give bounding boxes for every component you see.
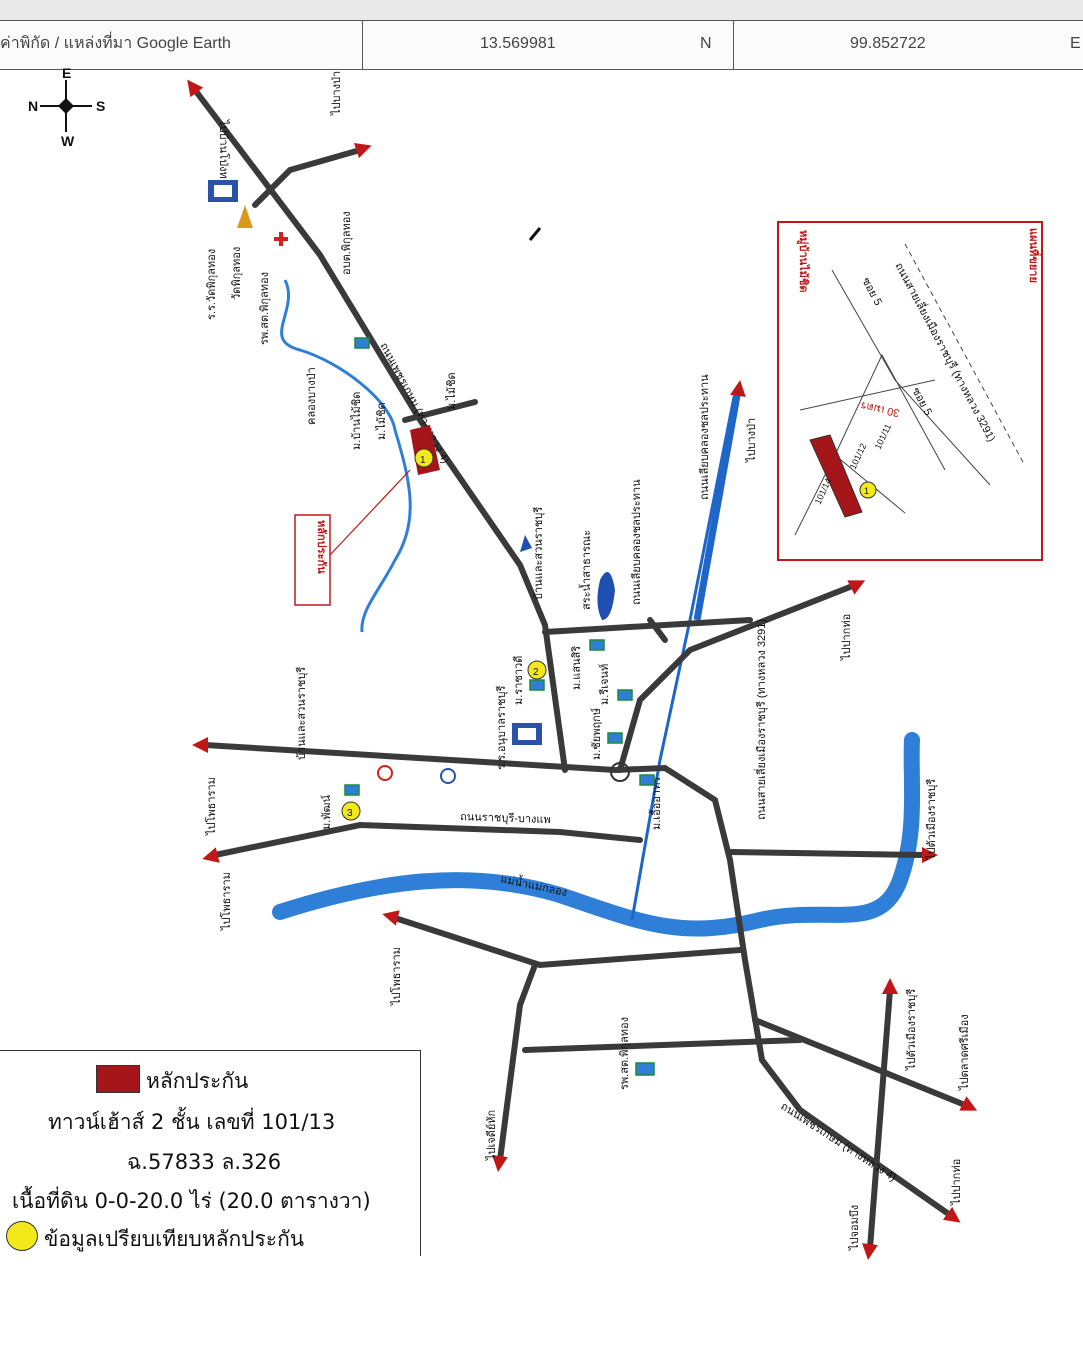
marker-1-icon xyxy=(414,448,434,468)
landmark-school-1: ร.ร.วัดพิกุลทอง xyxy=(206,249,218,320)
marker-2-label: 2 xyxy=(533,667,539,678)
landmark-village-9: ม.เอื้ออาทร xyxy=(648,777,663,830)
landmark-hospital: รพ.สต.พิกุลทอง xyxy=(259,272,271,345)
latitude-value: 13.569981 xyxy=(480,35,556,52)
label-to-ratchaburi-2: ไปตัวเมืองราชบุรี xyxy=(905,989,918,1071)
longitude-direction: E xyxy=(1070,35,1081,52)
legend-line-3: ฉ.57833 ล.326 xyxy=(127,1150,282,1174)
label-to-pak-tho-bottom: ไปปากท่อ xyxy=(950,1159,963,1206)
label-to-pak-tho-right: ไปปากท่อ xyxy=(840,614,853,661)
inset-map xyxy=(777,221,1043,561)
landmark-chedi: ถนนเลียบคลองชลประทาน xyxy=(630,479,643,605)
marker-3-label: 3 xyxy=(347,808,353,819)
police-icon xyxy=(440,768,456,784)
longitude-value: 99.852722 xyxy=(850,35,926,52)
comparison-marker-icon xyxy=(6,1221,38,1251)
compass-w: W xyxy=(61,133,75,149)
marker-1-label: 1 xyxy=(420,455,426,466)
label-to-ban-phrai: ไปบ้านโป่งทาง xyxy=(217,119,231,190)
marker-2-icon xyxy=(527,660,547,680)
landmark-school-2: ร.ร.อนุบาลราชบุรี xyxy=(495,686,508,770)
compass-icon: N E W S xyxy=(28,68,105,149)
label-canal-road: ถนนเลียบคลองชลประทาน xyxy=(698,374,711,500)
irrigation-canal-wide xyxy=(693,389,742,621)
label-bypass-road: ถนนสายเลี่ยงเมืองราชบุรี (ทางหลวง 3291) xyxy=(753,619,768,820)
coord-label: ค่าพิกัด / แหล่งที่มา Google Earth xyxy=(0,35,231,52)
hospital-cross-icon xyxy=(274,232,288,246)
label-to-bang-pa-right: ไปบางป่า xyxy=(745,418,758,463)
marker-3-icon xyxy=(341,801,361,821)
landmark-village-4: ม.ราชาวดี xyxy=(512,656,525,705)
label-to-chom-bueng: ไปจอมบึง xyxy=(848,1205,861,1251)
school-2-icon xyxy=(512,723,542,745)
canal xyxy=(280,279,412,633)
landmark-village-3: ม.บ้านไม้ชิด xyxy=(350,392,363,450)
divider xyxy=(733,21,734,69)
divider xyxy=(362,21,363,69)
landmark-village-8: ม.ชัยพฤกษ์ xyxy=(590,708,603,760)
landmark-factory: บ้านและสวนราชบุรี xyxy=(532,507,545,600)
irrigation-canal xyxy=(630,391,737,921)
collateral-callout-text: หลักประกัน xyxy=(315,520,328,574)
compass-e: E xyxy=(62,68,71,81)
label-to-photharam-1: ไปโพธาราม xyxy=(204,777,218,836)
inset-title: หมู่บ้านไม้ชิด xyxy=(796,230,811,293)
coordinate-bar: ค่าพิกัด / แหล่งที่มา Google Earth 13.56… xyxy=(0,20,1083,70)
collateral-swatch xyxy=(96,1065,140,1093)
road-network xyxy=(192,87,968,1251)
landmark-village-5: ม.พัฒน์ xyxy=(320,795,333,830)
label-to-photharam-2: ไปโพธาราม xyxy=(219,872,233,931)
school-icon xyxy=(208,180,238,202)
pointer-line xyxy=(329,469,411,556)
road-arrows xyxy=(187,79,978,1260)
landmark-village-1: ม.ไม้ชิด xyxy=(375,402,388,440)
landmark-village-2: ม.ไม้ชิด xyxy=(445,372,458,410)
label-to-photharam-3: ไปโพธาราม xyxy=(389,947,403,1006)
roundabout-icon xyxy=(610,762,630,782)
temple-icon xyxy=(237,205,253,228)
landmark-market: บ้านและสวนราชบุรี xyxy=(295,667,308,760)
house-icons xyxy=(344,337,655,1076)
top-strip xyxy=(0,0,1083,22)
label-to-talat-si: ไปตลาดศรีเมือง xyxy=(958,1014,971,1091)
landmark-pharmacy: อบต.พิกุลทอง xyxy=(341,211,353,275)
landmark-village-7: ม.รีเจนท์ xyxy=(598,664,611,705)
inset-marker: 1 xyxy=(864,486,869,496)
legend-line-4: เนื้อที่ดิน 0-0-20.0 ไร่ (20.0 ตารางวา) xyxy=(12,1189,371,1213)
legend-comparison-label: ข้อมูลเปรียบเทียบหลักประกัน xyxy=(44,1227,305,1251)
landmark-canal: คลองบางป่า xyxy=(306,367,318,425)
legend: หลักประกัน ทาวน์เฮ้าส์ 2 ชั้น เลขที่ 101… xyxy=(0,1050,421,1256)
landmark-lake: สระน้ำสาธารณะ xyxy=(578,530,593,610)
legend-collateral-label: หลักประกัน xyxy=(146,1069,249,1093)
gas-station-icon xyxy=(377,765,393,781)
landmark-village-6: ม.แสนสิริ xyxy=(571,646,583,690)
inset-right-title: แผนที่ขยาย xyxy=(1027,228,1042,283)
label-rural-road: ถนนราชบุรี-บางแพ xyxy=(460,810,551,826)
lake-icon xyxy=(520,535,615,620)
latitude-direction: N xyxy=(700,35,712,52)
label-to-chedi-hak: ไปเจดีย์หัก xyxy=(485,1110,498,1161)
compass-s: S xyxy=(96,98,105,114)
collateral-callout xyxy=(294,514,331,606)
label-to-ratchaburi-1: ไปตัวเมืองราชบุรี xyxy=(925,779,938,861)
legend-line-2: ทาวน์เฮ้าส์ 2 ชั้น เลขที่ 101/13 xyxy=(48,1110,336,1134)
label-to-bang-pa-top: ไปบางป่า xyxy=(330,71,343,116)
compass-n: N xyxy=(28,98,38,114)
location-map: N E W S xyxy=(28,68,1043,1260)
landmark-temple-1: วัดพิกุลทอง xyxy=(231,247,243,300)
landmark-hospital-2: รพ.สต.พิกุลทอง xyxy=(619,1017,631,1090)
